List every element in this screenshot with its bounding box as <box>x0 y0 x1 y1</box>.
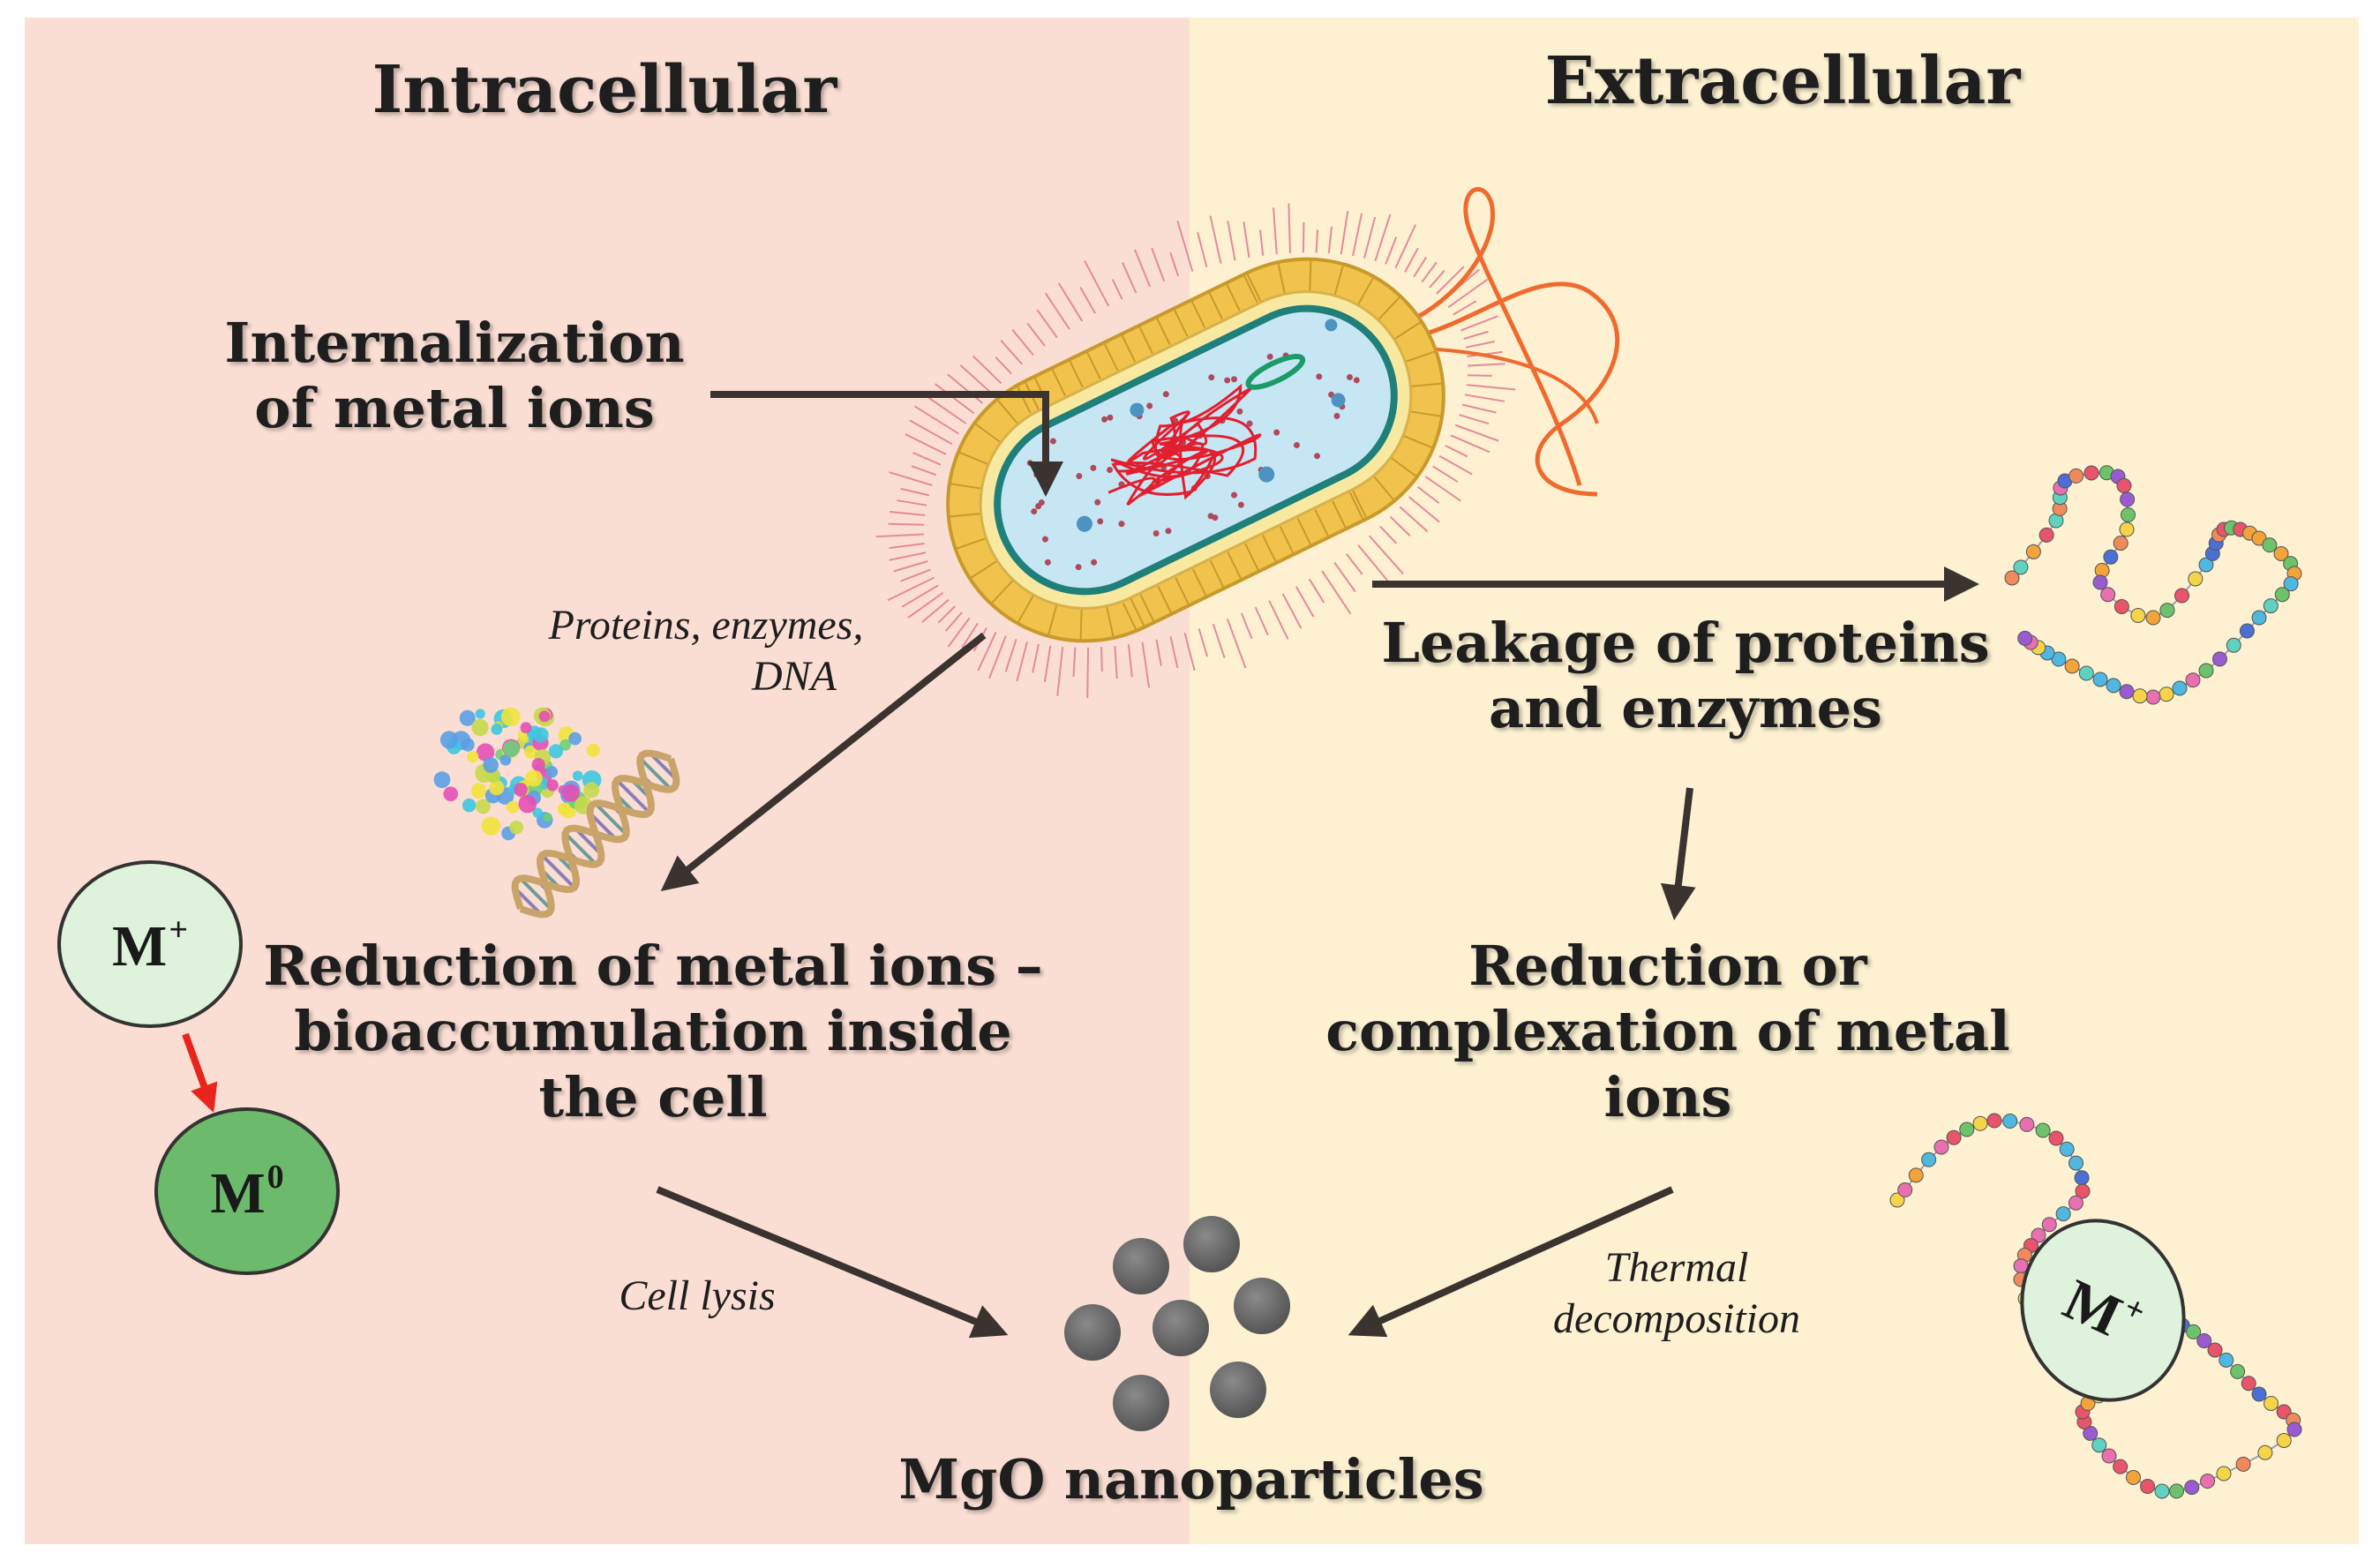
protein-chain-top <box>2004 465 2302 705</box>
reduction-bioaccumulation-label: Reduction of metal ions – bioaccumulatio… <box>263 934 1043 1129</box>
dna-helix-icon <box>511 749 680 919</box>
reduction-complexation-label: Reduction or complexation of metal ions <box>1325 934 2010 1129</box>
bacterium <box>875 186 1620 699</box>
intracellular-title: Intracellular <box>372 52 837 128</box>
thermal-decomposition-label: Thermal decomposition <box>1553 1244 1800 1342</box>
arrow-down-complexation <box>1660 787 1696 920</box>
proteins-enzymes-dna-label: Proteins, enzymes, DNA <box>548 602 864 700</box>
arrow-cell-lysis <box>656 1186 1009 1339</box>
protein-cluster-icon <box>433 707 602 841</box>
ion-plus-circle <box>57 860 243 1028</box>
arrow-thermal <box>1348 1186 1674 1338</box>
flagella <box>1415 186 1620 497</box>
arrow-internalization <box>710 391 1063 497</box>
extracellular-title: Extracellular <box>1544 43 2021 119</box>
arrow-to-reduction <box>660 632 987 891</box>
ion-zero-circle <box>154 1107 340 1275</box>
ion-plus-circle-extracellular <box>2020 1219 2186 1402</box>
nucleoid-dna <box>1107 383 1262 506</box>
intracellular-panel <box>25 18 1190 1544</box>
mgo-nanoparticles-label: MgO nanoparticles <box>898 1447 1484 1512</box>
cell-lysis-label: Cell lysis <box>619 1272 776 1319</box>
cell-wall-striations <box>948 259 1444 641</box>
leakage-label: Leakage of proteins and enzymes <box>1381 611 1990 741</box>
ion-plus-label: M+ <box>112 912 188 979</box>
mgo-nanoparticles-icon <box>1064 1216 1290 1431</box>
internalization-label: Internalization of metal ions <box>224 311 685 441</box>
ion-zero-label: M0 <box>210 1159 284 1226</box>
plasmid <box>1245 354 1306 390</box>
arrow-ion-reduction <box>182 1032 218 1114</box>
